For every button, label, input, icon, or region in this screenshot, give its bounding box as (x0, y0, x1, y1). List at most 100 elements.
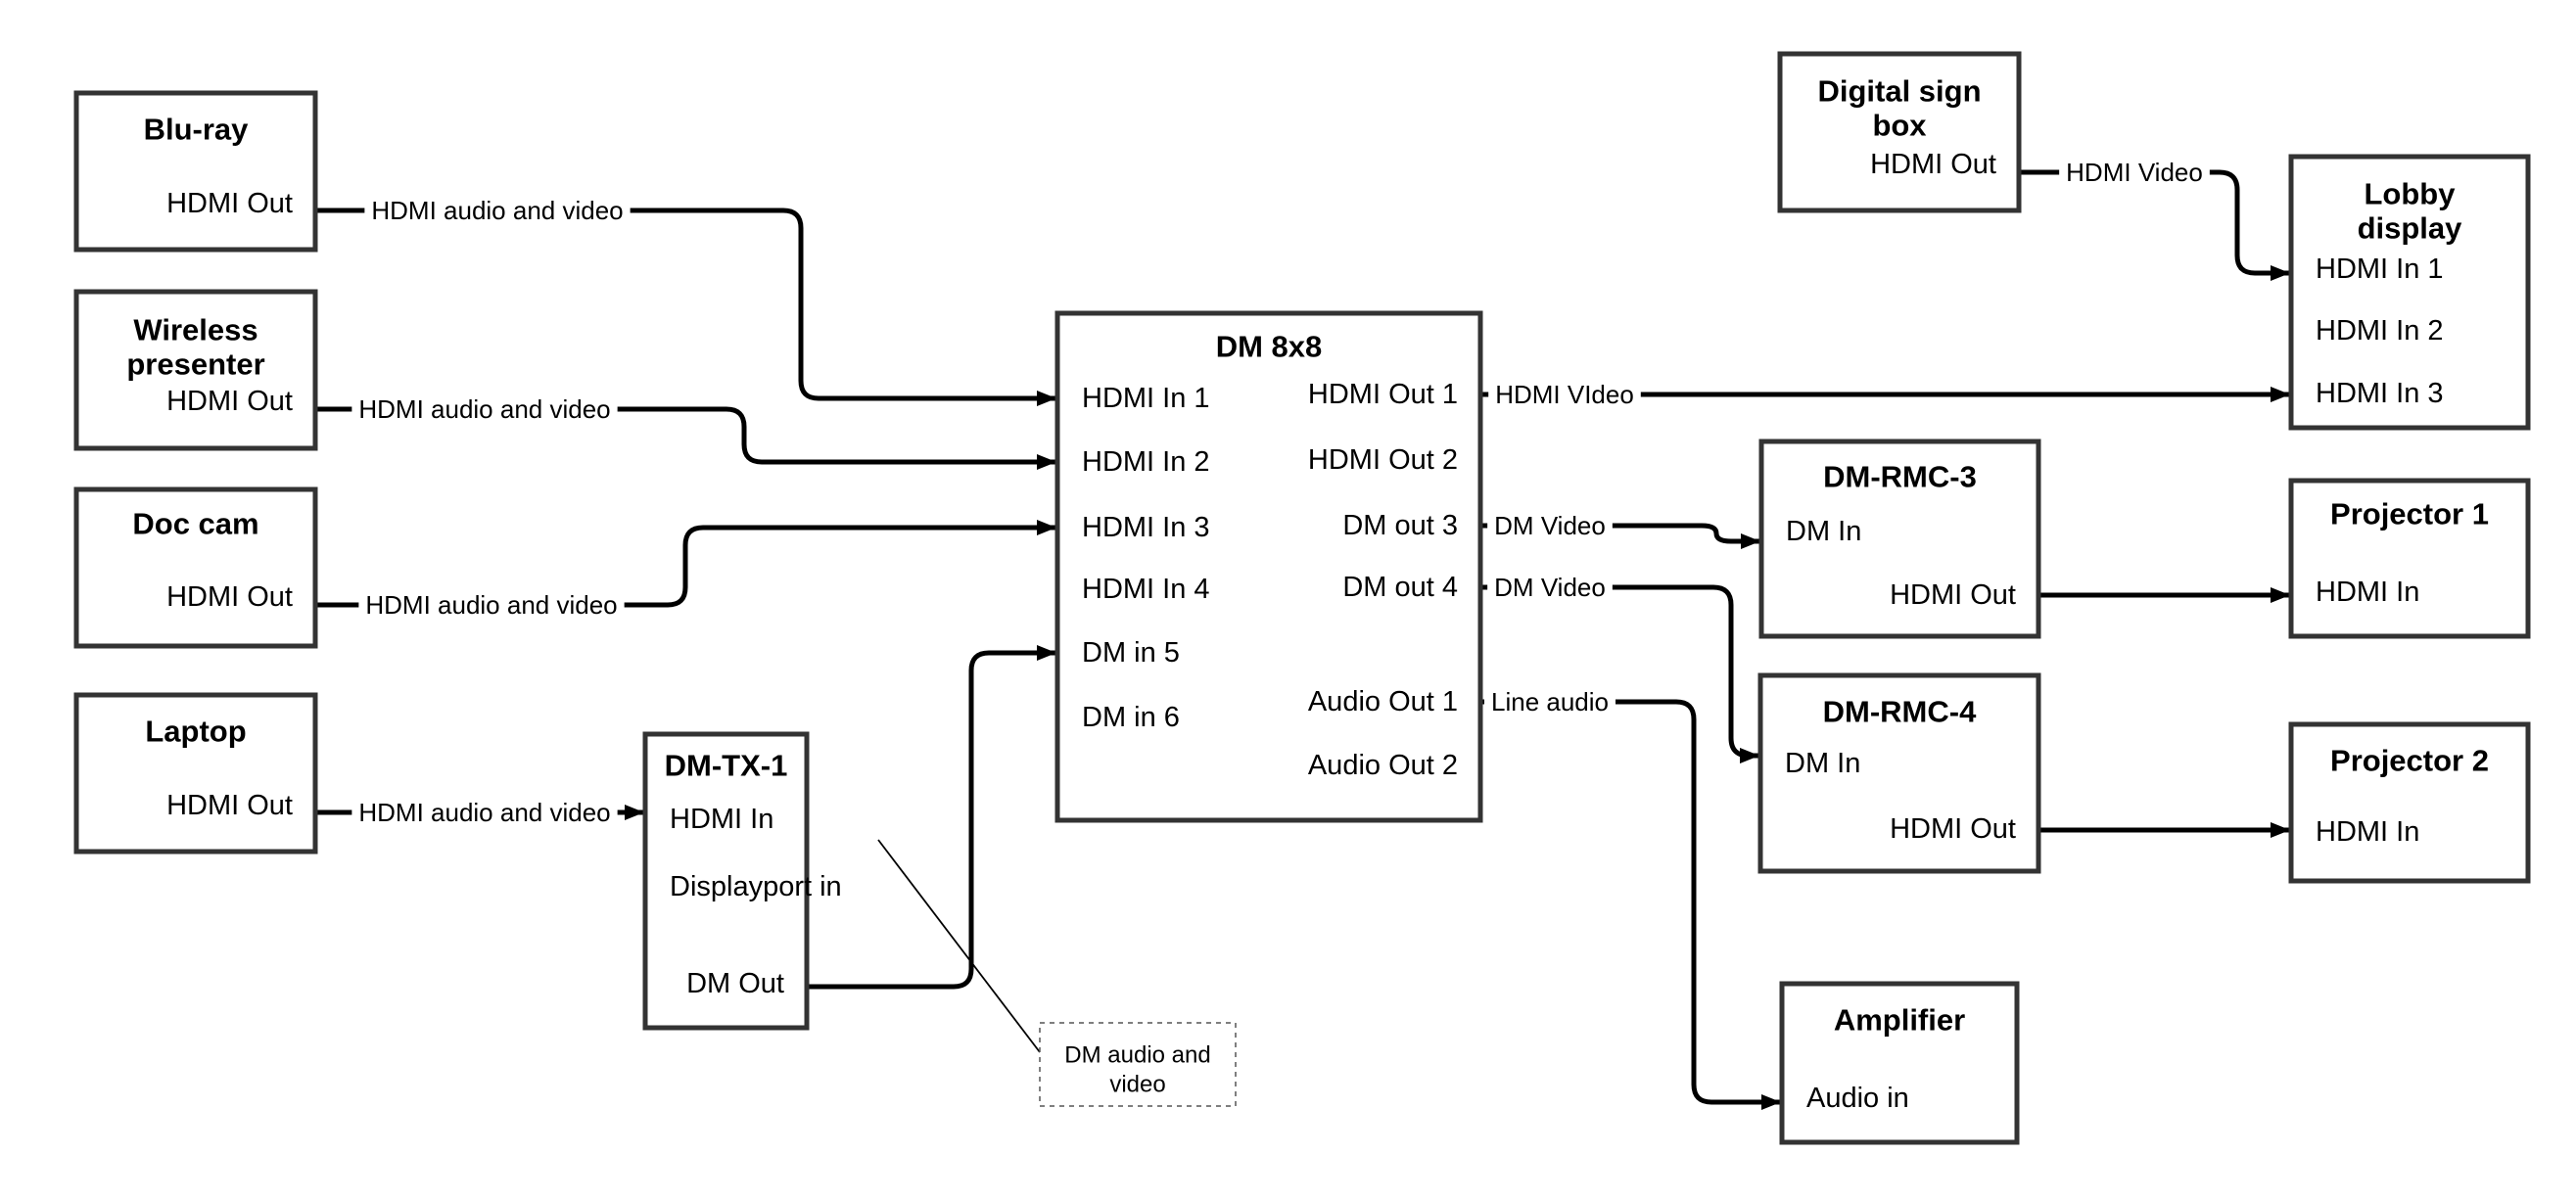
connector-doccam-to-dm8x8-in3 (315, 520, 1056, 608)
port-amplifier-audio-in: Audio in (1806, 1083, 1909, 1114)
note-box (1039, 1022, 1237, 1107)
port-dm-8x8-audio-out-1: Audio Out 1 (1308, 686, 1458, 717)
node-dm-rmc-4-title: DM-RMC-4 (1823, 695, 1977, 729)
port-dm-8x8-hdmi-in-3: HDMI In 3 (1082, 512, 1210, 543)
node-projector-2-title: Projector 2 (2330, 744, 2489, 778)
port-dm-rmc-4-dm-in: DM In (1785, 748, 1860, 779)
port-projector-2-hdmi-in: HDMI In (2316, 816, 2419, 848)
port-doc-cam-hdmi-out: HDMI Out (166, 581, 293, 613)
port-lobby-display-hdmi-in-1: HDMI In 1 (2316, 254, 2444, 285)
connector-label-bg (351, 796, 618, 829)
connector-label-dm8x8-out4-to-rmc4: DM Video (1494, 573, 1606, 602)
node-bluray-box[interactable] (73, 90, 318, 253)
port-dm-tx-1-dm-out: DM Out (686, 968, 784, 999)
node-doc-cam-title: Doc cam (132, 507, 258, 541)
node-projector-1-box[interactable] (2288, 478, 2531, 639)
port-dm-8x8-dm-in-5: DM in 5 (1082, 637, 1180, 669)
connector-label-dm8x8-audio1-to-amp: Line audio (1491, 687, 1609, 716)
node-lobby-display-title: display (2358, 211, 2463, 246)
connector-label-bg (1484, 685, 1616, 718)
port-dm-8x8-dm-out-3: DM out 3 (1342, 510, 1458, 541)
port-dm-8x8-dm-out-4: DM out 4 (1342, 572, 1458, 603)
node-laptop-box[interactable] (73, 692, 318, 855)
port-dm-tx-1-hdmi-in: HDMI In (670, 804, 773, 835)
port-lobby-display-hdmi-in-2: HDMI In 2 (2316, 315, 2444, 346)
connector-wireless-to-dm8x8-in2 (315, 406, 1056, 470)
node-wireless-presenter-title: presenter (126, 347, 264, 382)
node-dm-8x8-title: DM 8x8 (1216, 330, 1323, 364)
note-text-line: DM audio and (1064, 1042, 1210, 1069)
node-dm-8x8-box[interactable] (1054, 310, 1483, 823)
connector-label-doccam-to-dm8x8-in3: HDMI audio and video (365, 590, 617, 620)
connector-dm8x8-out3-to-rmc3 (1480, 523, 1760, 549)
port-dm-rmc-3-dm-in: DM In (1786, 516, 1861, 547)
node-dm-rmc-4-box[interactable] (1757, 672, 2041, 874)
port-digital-sign-box-hdmi-out: HDMI Out (1870, 149, 1996, 180)
note-dm-audio-video: DM audio and video (1039, 1022, 1237, 1107)
connector-dm8x8-audio1-to-amp (1480, 699, 1781, 1110)
port-lobby-display-hdmi-in-3: HDMI In 3 (2316, 378, 2444, 409)
connector-label-dm8x8-out1-to-lobby-in3: HDMI VIdeo (1495, 380, 1634, 409)
node-dm-tx-1-box[interactable] (642, 731, 810, 1031)
port-dm-8x8-dm-in-6: DM in 6 (1082, 702, 1180, 733)
node-dm-rmc-3-box[interactable] (1758, 439, 2041, 639)
connector-label-laptop-to-dmtx1: HDMI audio and video (358, 798, 610, 827)
node-bluray-title: Blu-ray (144, 113, 250, 147)
connector-label-dm8x8-out3-to-rmc3: DM Video (1494, 511, 1606, 540)
connector-label-bg (1487, 509, 1613, 542)
connector-label-bluray-to-dm8x8-in1: HDMI audio and video (371, 196, 623, 225)
connector-label-bg (2059, 156, 2210, 189)
port-dm-8x8-hdmi-in-1: HDMI In 1 (1082, 383, 1210, 414)
port-bluray-hdmi-out: HDMI Out (166, 188, 293, 219)
connector-label-bg (364, 194, 631, 227)
connector-label-bg (1487, 571, 1613, 604)
connector-label-bg (1488, 378, 1641, 411)
node-digital-sign-box-box[interactable] (1777, 51, 2022, 213)
node-digital-sign-box-title: box (1872, 109, 1927, 143)
port-dm-8x8-hdmi-in-4: HDMI In 4 (1082, 574, 1210, 605)
connector-bluray-to-dm8x8-in1 (315, 208, 1056, 406)
port-laptop-hdmi-out: HDMI Out (166, 790, 293, 821)
note-text-line: video (1109, 1072, 1165, 1098)
node-lobby-display-title: Lobby (2365, 177, 2457, 211)
node-dm-rmc-4[interactable]: DM-RMC-4 DM In HDMI Out (1757, 672, 2041, 874)
connector-dm8x8-out4-to-rmc4 (1480, 584, 1759, 763)
node-amplifier-box[interactable] (1779, 981, 2020, 1145)
port-dm-8x8-audio-out-2: Audio Out 2 (1308, 750, 1458, 781)
connector-dmtx1-to-dm8x8-in5 (807, 645, 1056, 990)
node-projector-2-box[interactable] (2288, 721, 2531, 884)
connector-digisign-to-lobby-in1 (2019, 169, 2290, 281)
node-digital-sign-box-title: Digital sign (1817, 74, 1981, 109)
node-amplifier-title: Amplifier (1834, 1003, 1965, 1038)
port-wireless-presenter-hdmi-out: HDMI Out (166, 386, 293, 417)
connector-label-bg (358, 588, 625, 622)
node-lobby-display-box[interactable] (2288, 154, 2531, 431)
node-wireless-presenter-box[interactable] (73, 289, 318, 451)
connector-label-digisign-to-lobby-in1: HDMI Video (2066, 158, 2203, 187)
node-doc-cam-box[interactable] (73, 486, 318, 649)
note-leader-line (877, 839, 1041, 1053)
node-wireless-presenter-title: Wireless (133, 313, 258, 347)
node-projector-2[interactable]: Projector 2 HDMI In (2288, 721, 2531, 884)
port-dm-8x8-hdmi-out-1: HDMI Out 1 (1308, 379, 1458, 410)
connector-label-bg (351, 393, 618, 426)
connector-label-wireless-to-dm8x8-in2: HDMI audio and video (358, 394, 610, 424)
port-dm-rmc-4-hdmi-out: HDMI Out (1890, 813, 2016, 845)
node-projector-1-title: Projector 1 (2330, 497, 2489, 531)
port-dm-tx-1-displayport-in: Displayport in (670, 871, 842, 902)
port-dm-8x8-hdmi-in-2: HDMI In 2 (1082, 446, 1210, 478)
